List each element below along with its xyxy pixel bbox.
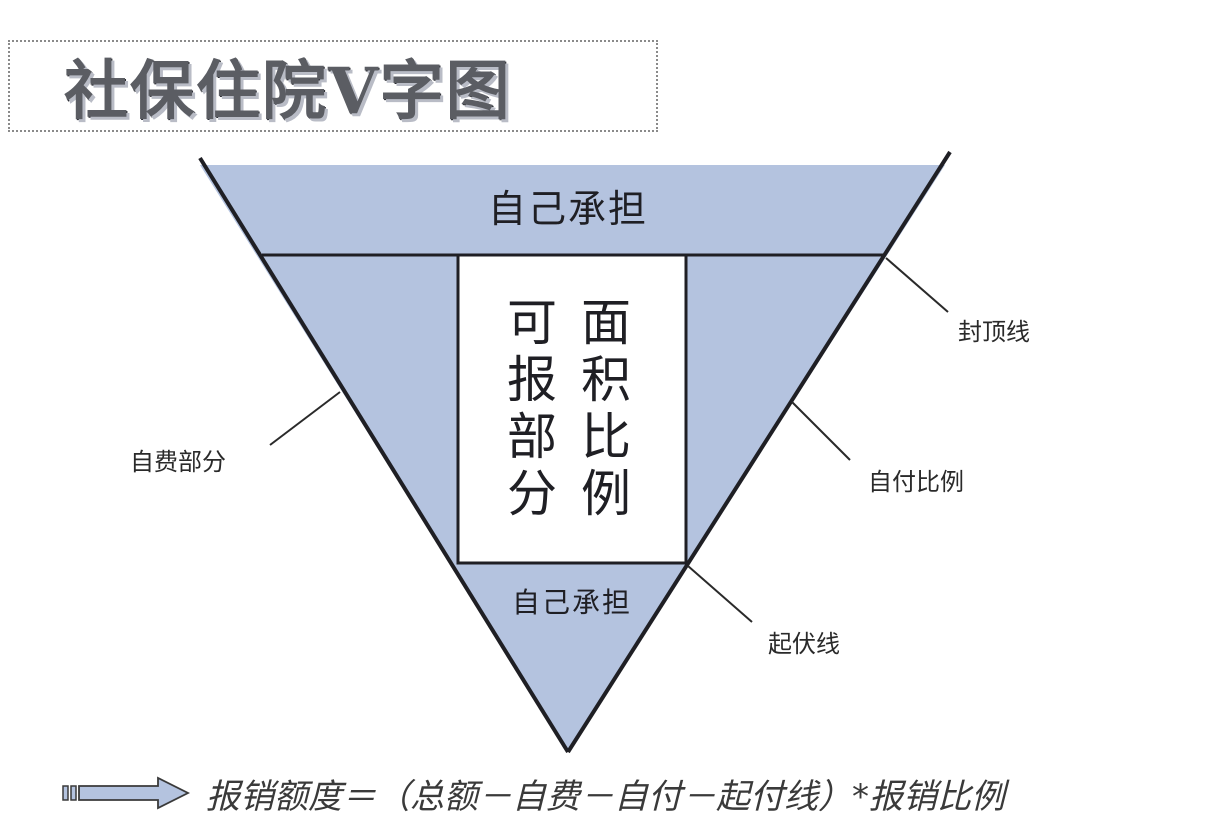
cap-line-leader bbox=[885, 257, 949, 313]
cap-line-label: 封顶线 bbox=[958, 318, 1030, 346]
self-expense-label: 自费部分 bbox=[130, 448, 226, 476]
center-col1-char-4: 分 bbox=[507, 465, 557, 523]
center-col2-char-1: 面 bbox=[581, 294, 631, 352]
top-self-pay-label: 自己承担 bbox=[488, 187, 648, 231]
v-right-side bbox=[566, 150, 952, 754]
self-expense-leader bbox=[269, 391, 341, 446]
bottom-self-pay-label: 自己承担 bbox=[512, 586, 632, 619]
center-col1-char-1: 可 bbox=[507, 294, 557, 352]
formula-text: 报销额度＝（总额－自费－自付－起付线）*报销比例 bbox=[206, 776, 1005, 817]
arrow-icon bbox=[62, 776, 191, 810]
page-title: 社保住院V字图 bbox=[64, 54, 512, 129]
deductible-line-leader bbox=[687, 565, 753, 623]
deductible-line-label: 起伏线 bbox=[768, 630, 840, 658]
self-pay-ratio-leader bbox=[791, 401, 851, 461]
self-pay-ratio-label: 自付比例 bbox=[868, 468, 964, 496]
center-col1-char-3: 部 bbox=[507, 408, 557, 466]
center-col2-char-3: 比 bbox=[581, 408, 631, 466]
center-col2-char-2: 积 bbox=[581, 351, 631, 409]
center-col1-char-2: 报 bbox=[507, 351, 557, 409]
center-col2-char-4: 例 bbox=[581, 465, 631, 523]
reimbursable-area bbox=[456, 253, 688, 565]
title-box: 社保住院V字图 bbox=[8, 40, 658, 132]
v-left-side bbox=[198, 156, 570, 754]
formula-row: 报销额度＝（总额－自费－自付－起付线）*报销比例 bbox=[62, 768, 1005, 818]
